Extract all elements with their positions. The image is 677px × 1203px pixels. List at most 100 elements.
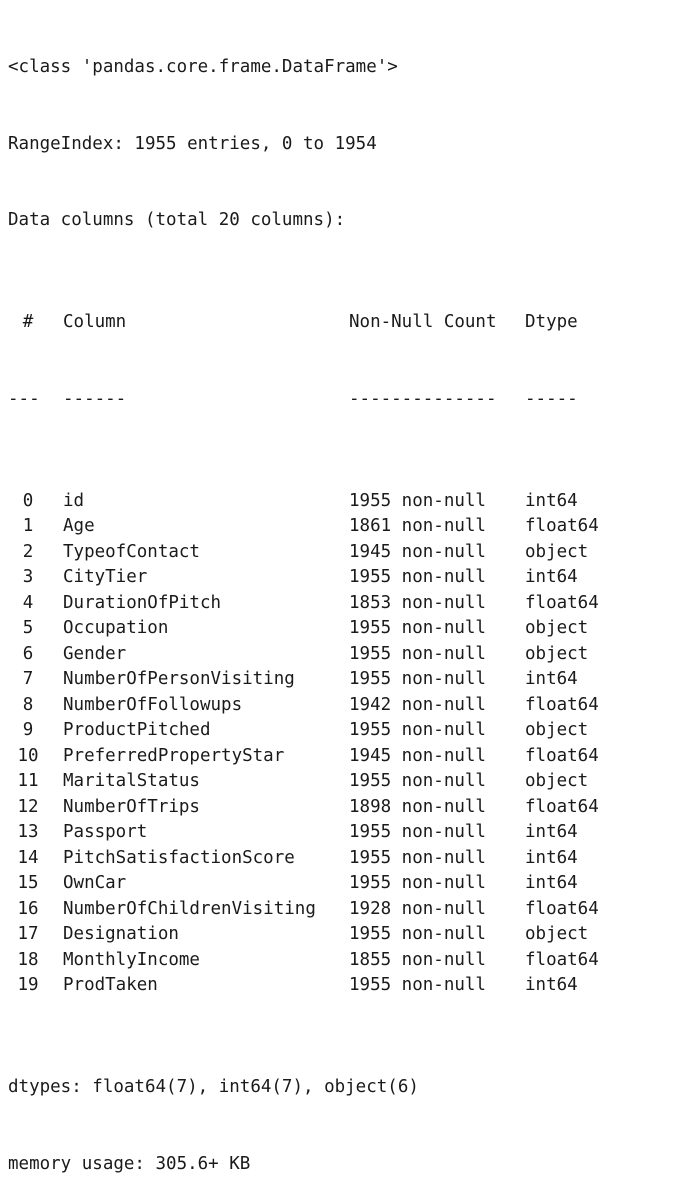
row-non-null-count: 1945 non-null — [349, 541, 486, 562]
table-row: 2 TypeofContact 1945 non-null object — [8, 540, 589, 566]
row-column-name: MonthlyIncome — [63, 949, 200, 970]
table-row: 14 PitchSatisfactionScore 1955 non-null int… — [8, 846, 577, 872]
row-non-null-count: 1853 non-null — [349, 592, 486, 613]
range-index-line: RangeIndex: 1955 entries, 0 to 1954 — [8, 133, 377, 154]
row-non-null-count: 1955 non-null — [349, 924, 486, 944]
row-index: 13 — [17, 822, 39, 842]
row-dtype: int64 — [525, 567, 578, 587]
row-dtype: int64 — [525, 490, 578, 511]
separator-dtype: ----- — [525, 388, 578, 409]
row-dtype: object — [525, 924, 589, 944]
row-non-null-count: 1955 non-null — [349, 618, 486, 638]
row-dtype: int64 — [525, 822, 578, 842]
row-column-name: TypeofContact — [63, 541, 200, 562]
row-dtype: float64 — [525, 745, 599, 766]
row-dtype: float64 — [525, 796, 599, 817]
row-index: 0 — [22, 490, 34, 511]
row-non-null-count: 1955 non-null — [349, 720, 486, 740]
row-column-name: PreferredPropertyStar — [63, 745, 285, 766]
row-dtype: float64 — [525, 516, 599, 536]
header-column: Column — [63, 312, 127, 332]
table-row: 13 Passport 1955 non-null int64 — [8, 820, 577, 846]
row-index: 2 — [22, 541, 34, 562]
row-index: 12 — [17, 796, 39, 817]
row-index: 11 — [17, 771, 39, 791]
row-index: 9 — [22, 720, 34, 740]
row-dtype: object — [525, 771, 589, 791]
row-column-name: ProdTaken — [63, 975, 158, 995]
table-header-row: # Column Non-Null Count Dtype — [8, 310, 578, 336]
row-column-name: OwnCar — [63, 873, 127, 893]
separator-index: --- — [8, 388, 40, 409]
row-column-name: Occupation — [63, 618, 169, 638]
row-column-name: MaritalStatus — [63, 771, 200, 791]
row-dtype: int64 — [525, 975, 578, 995]
row-non-null-count: 1855 non-null — [349, 949, 486, 970]
row-non-null-count: 1955 non-null — [349, 643, 486, 664]
row-non-null-count: 1955 non-null — [349, 873, 486, 893]
row-index: 15 — [17, 873, 39, 893]
row-column-name: NumberOfChildrenVisiting — [63, 898, 316, 919]
row-index: 8 — [22, 694, 34, 715]
memory-usage-line: memory usage: 305.6+ KB — [8, 1153, 251, 1174]
row-column-name: ProductPitched — [63, 720, 211, 740]
row-dtype: float64 — [525, 949, 599, 970]
row-column-name: Passport — [63, 822, 148, 842]
row-index: 17 — [17, 924, 39, 944]
row-index: 1 — [22, 516, 34, 536]
separator-column: ------ — [63, 388, 127, 409]
row-column-name: Designation — [63, 924, 179, 944]
row-index: 6 — [22, 643, 34, 664]
header-index: # — [22, 312, 34, 332]
row-non-null-count: 1955 non-null — [349, 975, 486, 995]
row-non-null-count: 1955 non-null — [349, 847, 486, 868]
row-column-name: NumberOfPersonVisiting — [63, 669, 295, 689]
row-dtype: float64 — [525, 592, 599, 613]
row-dtype: float64 — [525, 694, 599, 715]
table-row: 19 ProdTaken 1955 non-null int64 — [8, 973, 577, 999]
data-columns-line: Data columns (total 20 columns): — [8, 210, 346, 230]
row-non-null-count: 1955 non-null — [349, 822, 486, 842]
header-non-null-count: Non-Null Count — [349, 312, 497, 332]
row-index: 4 — [22, 592, 34, 613]
row-index: 3 — [22, 567, 34, 587]
row-column-name: PitchSatisfactionScore — [63, 847, 295, 868]
row-index: 14 — [17, 847, 39, 868]
row-index: 16 — [17, 898, 39, 919]
row-non-null-count: 1928 non-null — [349, 898, 486, 919]
row-dtype: object — [525, 643, 589, 664]
row-index: 7 — [22, 669, 34, 689]
table-row: 12 NumberOfTrips 1898 non-null float64 — [8, 795, 598, 821]
row-column-name: NumberOfTrips — [63, 796, 200, 817]
row-index: 19 — [17, 975, 39, 995]
row-column-name: NumberOfFollowups — [63, 694, 243, 715]
row-column-name: CityTier — [63, 567, 148, 587]
row-dtype: float64 — [525, 898, 599, 919]
row-non-null-count: 1955 non-null — [349, 490, 486, 511]
table-separator-row: --- ------ -------------- ----- — [8, 387, 578, 413]
row-dtype: object — [525, 541, 589, 562]
row-index: 10 — [17, 745, 39, 766]
row-dtype: object — [525, 720, 589, 740]
row-non-null-count: 1955 non-null — [349, 771, 486, 791]
row-dtype: int64 — [525, 669, 578, 689]
table-row: 15 OwnCar 1955 non-null int64 — [8, 871, 577, 897]
row-non-null-count: 1955 non-null — [349, 567, 486, 587]
row-non-null-count: 1861 non-null — [349, 516, 486, 536]
row-non-null-count: 1898 non-null — [349, 796, 486, 817]
row-dtype: object — [525, 618, 589, 638]
row-dtype: int64 — [525, 873, 578, 893]
dataframe-info-output: <class 'pandas.core.frame.DataFrame'> Ra… — [8, 4, 599, 1203]
table-row: 3 CityTier 1955 non-null int64 — [8, 565, 578, 591]
row-dtype: int64 — [525, 847, 578, 868]
